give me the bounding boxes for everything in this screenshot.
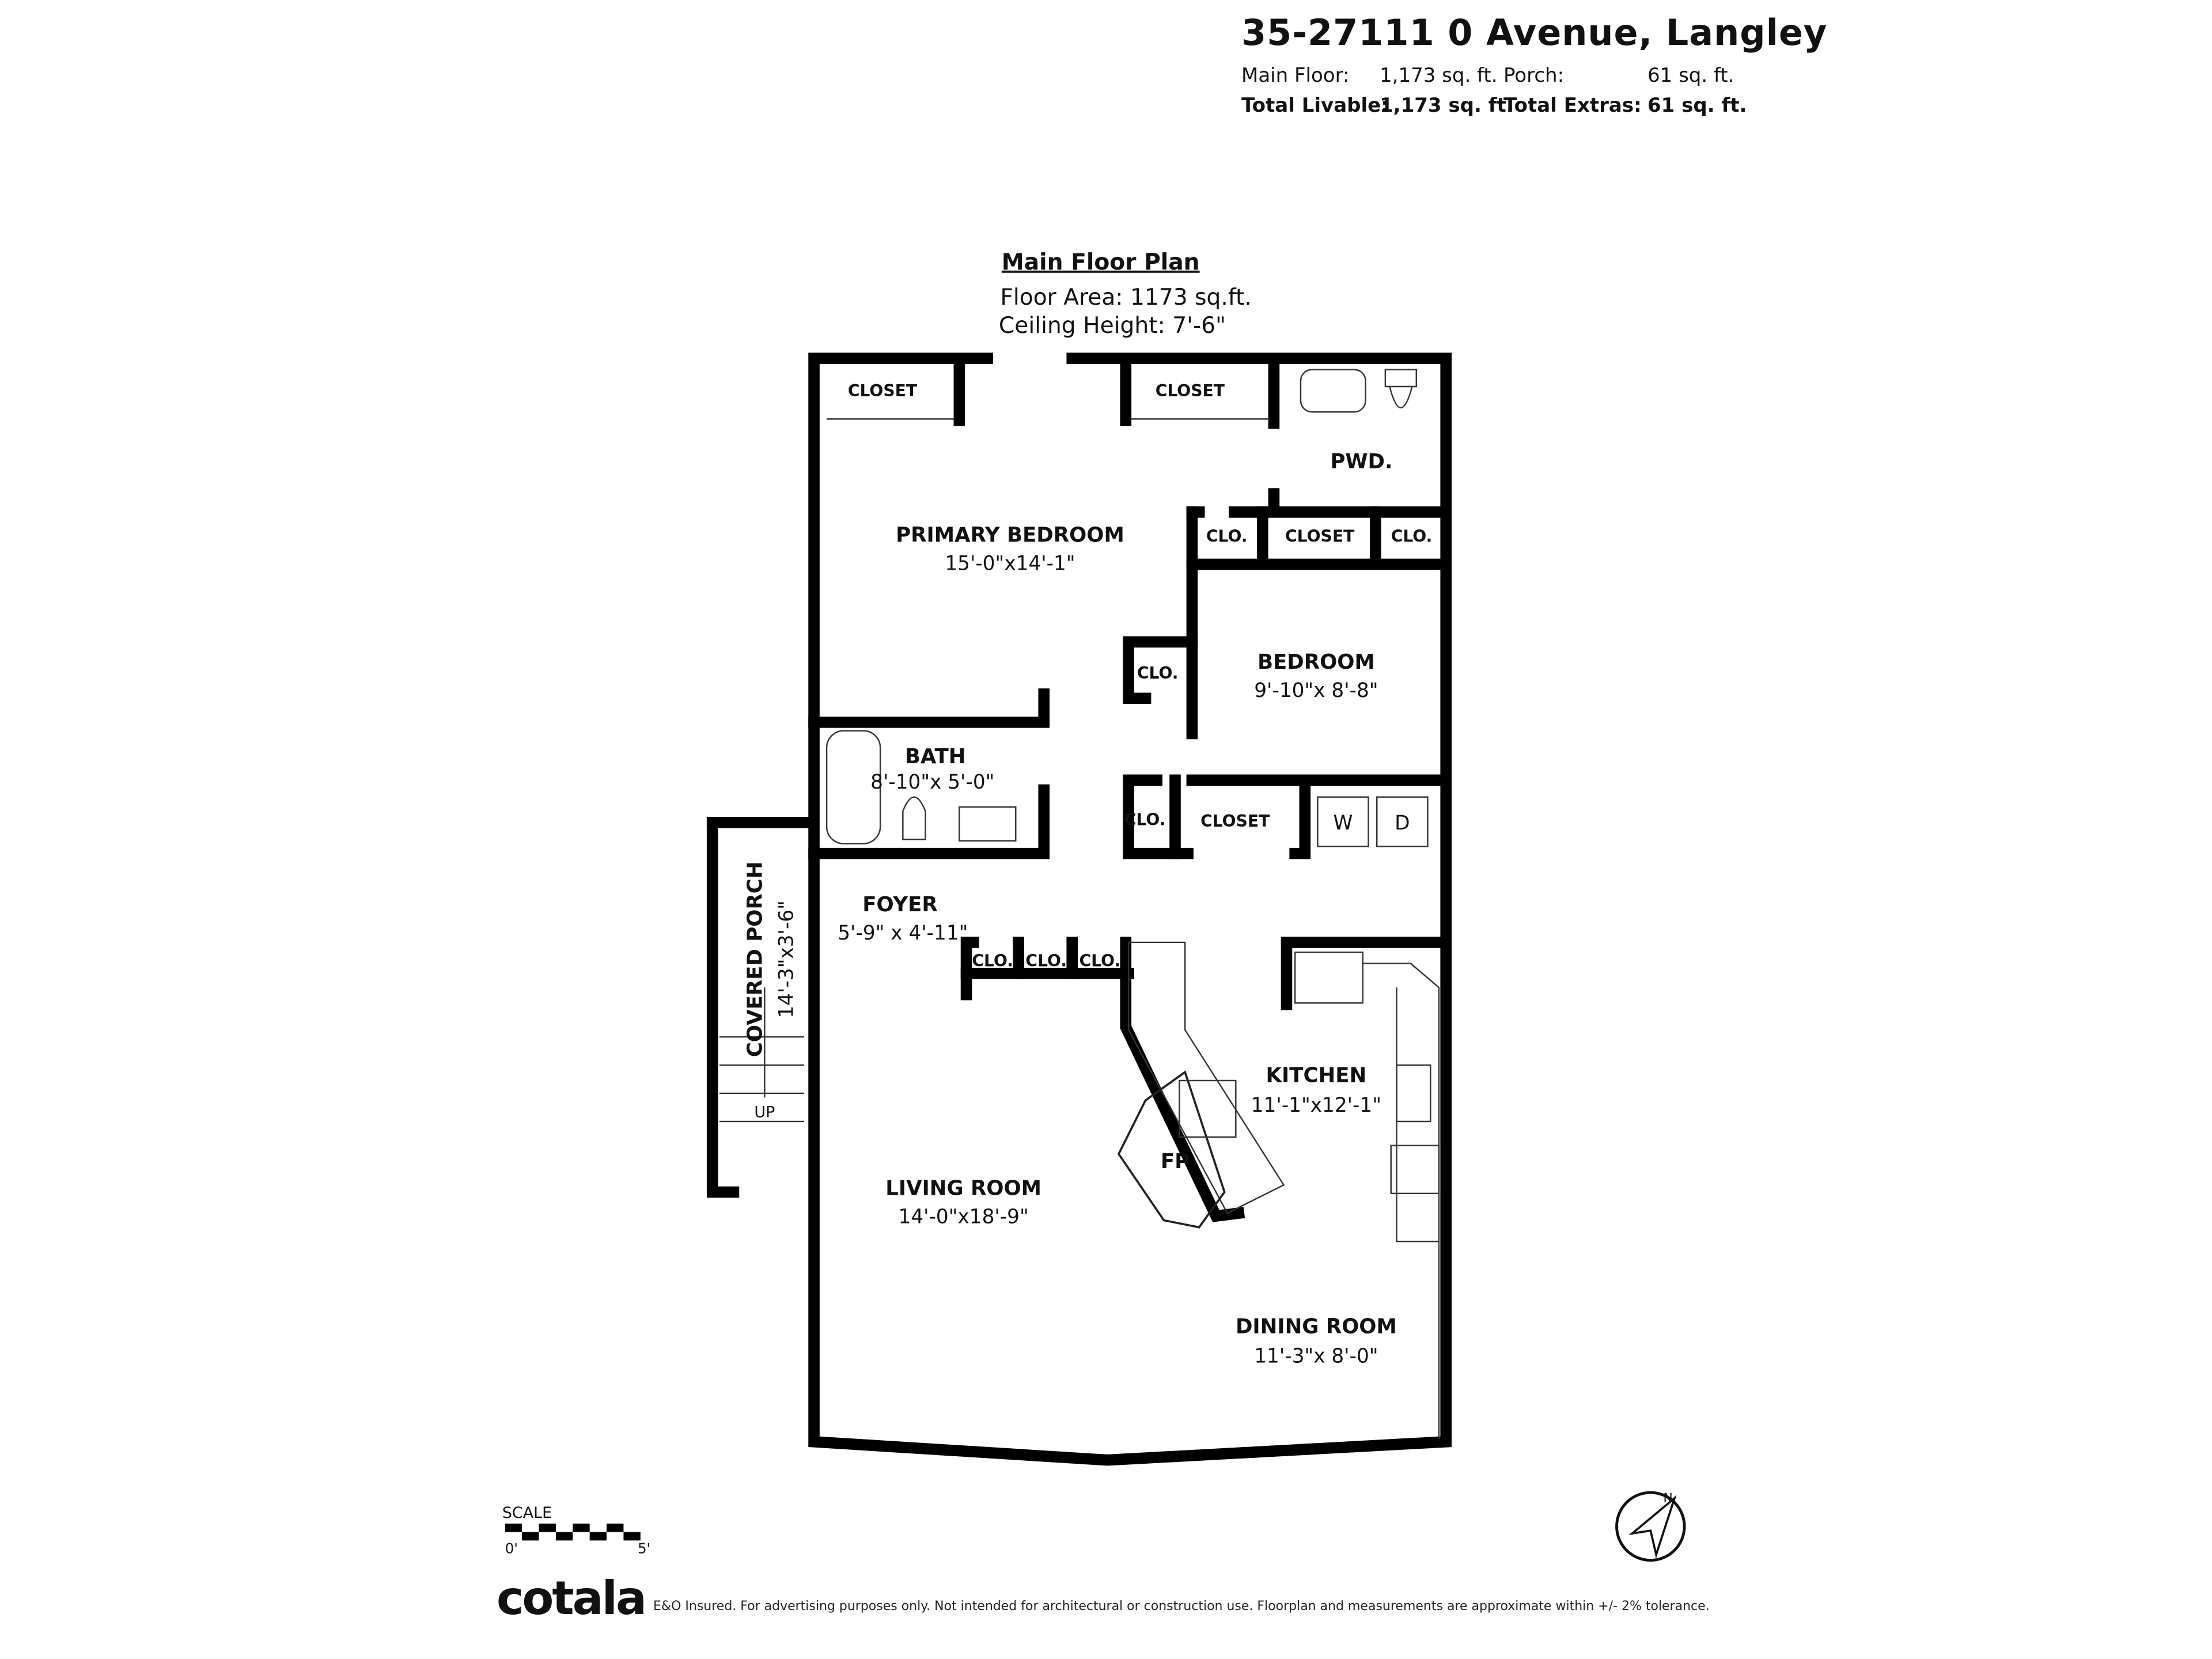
bathtub	[825, 730, 881, 844]
wall	[1120, 937, 1245, 1222]
footer: cotala E&O Insured. For advertising purp…	[497, 1571, 1710, 1625]
kitchen-dims: 11'-1"x12'-1"	[1251, 1094, 1381, 1117]
fixtures	[719, 369, 1440, 1439]
bath-dims: 8'-10"x 5'-0"	[870, 771, 994, 794]
pwd-sink	[1300, 369, 1366, 413]
clo-label: CLO.	[1137, 664, 1179, 683]
bath-sink	[959, 806, 1017, 842]
porch-value: 61 sq. ft.	[1647, 64, 1734, 87]
walls	[706, 353, 1452, 1466]
scale-bar: SCALE 0' 5'	[502, 1504, 650, 1556]
kitchen-sink	[1396, 1064, 1431, 1123]
toilet	[902, 796, 926, 840]
clo-label: CLO.	[1206, 527, 1248, 546]
kitchen-island	[1127, 941, 1285, 1214]
total-livable-value: 1,173 sq. ft.	[1380, 94, 1514, 117]
porch-stairs	[719, 987, 804, 1123]
plan-title: Main Floor Plan	[1002, 249, 1200, 275]
covered-porch-label: COVERED PORCH 14'-3"x3'-6"	[743, 861, 798, 1057]
exterior-wall	[808, 353, 1452, 1466]
washer-label: W	[1333, 812, 1353, 835]
wall	[1281, 937, 1452, 1010]
kitchen-range	[1390, 1145, 1440, 1195]
porch-label: Porch:	[1503, 64, 1565, 87]
cooktop	[1179, 1080, 1237, 1138]
dryer	[1376, 796, 1429, 847]
disclaimer: E&O Insured. For advertising purposes on…	[653, 1599, 1710, 1613]
covered-porch-dims: 14'-3"x3'-6"	[775, 900, 798, 1018]
dining-room-dims: 11'-3"x 8'-0"	[1254, 1345, 1378, 1368]
fireplace	[1117, 1070, 1226, 1229]
clo-label: CLO.	[1079, 952, 1120, 971]
plan-heading: Main Floor Plan Floor Area: 1173 sq.ft. …	[999, 249, 1252, 339]
closet-label: CLOSET	[1156, 381, 1225, 400]
foyer-dims: 5'-9" x 4'-11"	[838, 922, 968, 945]
property-header: 35-27111 0 Avenue, Langley Main Floor: 1…	[1241, 12, 1828, 117]
ceiling-height: Ceiling Height: 7'-6"	[999, 313, 1226, 339]
scale-label: SCALE	[502, 1504, 552, 1522]
compass-icon: N	[1615, 1491, 1686, 1562]
pwd-toilet	[1384, 369, 1417, 408]
bath-name: BATH	[905, 745, 966, 768]
total-extras-label: Total Extras:	[1503, 94, 1642, 117]
compass-north: N	[1663, 1491, 1672, 1506]
room-labels: CLOSET CLOSET PWD. CLO. CLOSET CLO. PRIM…	[743, 381, 1432, 1368]
floor-area: Floor Area: 1173 sq.ft.	[1000, 285, 1251, 310]
foyer-name: FOYER	[862, 893, 937, 916]
total-livable-label: Total Livable:	[1241, 94, 1389, 117]
bedroom-dims: 9'-10"x 8'-8"	[1254, 679, 1378, 702]
primary-bedroom-name: PRIMARY BEDROOM	[896, 523, 1124, 547]
closet-label: CLOSET	[1200, 812, 1270, 831]
kitchen-appliance	[1294, 951, 1363, 1004]
wall	[1123, 774, 1181, 859]
scale-start: 0'	[505, 1540, 518, 1556]
area-row-total: Total Livable: 1,173 sq. ft. Total Extra…	[1241, 94, 1747, 117]
living-room-dims: 14'-0"x18'-9"	[899, 1205, 1029, 1228]
bedroom-name: BEDROOM	[1257, 650, 1375, 674]
wall	[1289, 777, 1311, 859]
living-room-name: LIVING ROOM	[885, 1176, 1041, 1200]
dryer-label: D	[1395, 812, 1410, 835]
closet-label: CLOSET	[1285, 527, 1355, 546]
pwd-label: PWD.	[1330, 450, 1392, 474]
clo-label: CLO.	[1124, 810, 1166, 830]
wall	[808, 784, 1050, 859]
main-floor-label: Main Floor:	[1241, 64, 1350, 87]
clo-label: CLO.	[1391, 527, 1433, 546]
scale-end: 5'	[638, 1540, 650, 1556]
porch-wall	[706, 816, 740, 1198]
total-extras-value: 61 sq. ft.	[1647, 94, 1747, 117]
washer	[1317, 796, 1369, 847]
main-floor-value: 1,173 sq. ft.	[1380, 64, 1498, 87]
wall	[1123, 636, 1198, 704]
primary-bedroom-dims: 15'-0"x14'-1"	[945, 552, 1075, 575]
closet-label: CLOSET	[848, 381, 918, 400]
cotala-logo: cotala	[497, 1571, 647, 1625]
clo-label: CLO.	[1025, 952, 1067, 971]
area-row-main: Main Floor: 1,173 sq. ft. Porch: 61 sq. …	[1241, 64, 1734, 87]
up-label: UP	[754, 1104, 775, 1122]
fireplace-label: FP	[1161, 1150, 1190, 1173]
wall	[808, 688, 1050, 728]
kitchen-name: KITCHEN	[1266, 1063, 1367, 1087]
property-address: 35-27111 0 Avenue, Langley	[1241, 12, 1828, 54]
clo-label: CLO.	[972, 952, 1013, 971]
covered-porch-name: COVERED PORCH	[743, 861, 767, 1057]
dining-room-name: DINING ROOM	[1236, 1315, 1397, 1338]
